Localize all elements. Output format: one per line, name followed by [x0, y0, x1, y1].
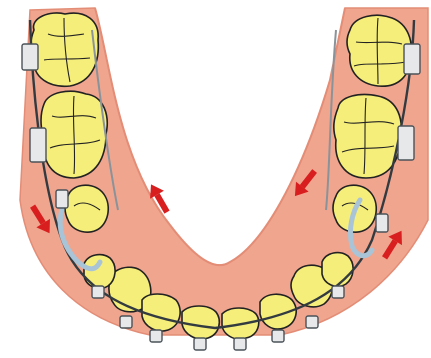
bracket-premolar-left — [56, 190, 68, 208]
bracket-front-1 — [92, 286, 104, 298]
bracket-molar-right-middle — [398, 126, 414, 160]
incisor-central-left — [182, 306, 219, 339]
molar-left-top — [31, 13, 98, 86]
bracket-molar-right-top — [404, 44, 420, 74]
premolar-left — [65, 185, 108, 232]
molar-right-top — [347, 15, 411, 86]
bracket-front-2 — [120, 316, 132, 328]
incisor-lateral-left — [142, 294, 180, 331]
bracket-molar-left-middle — [30, 128, 46, 162]
premolar-right-front — [322, 253, 353, 287]
bracket-front-5 — [234, 338, 246, 350]
bracket-front-4 — [194, 338, 206, 350]
bracket-front-8 — [332, 286, 344, 298]
molar-left-middle — [41, 91, 107, 178]
bracket-front-7 — [306, 316, 318, 328]
bracket-molar-left-top — [22, 44, 38, 70]
bracket-premolar-right — [376, 214, 388, 232]
bracket-front-6 — [272, 330, 284, 342]
molar-right-middle — [334, 95, 401, 179]
bracket-front-3 — [150, 330, 162, 342]
